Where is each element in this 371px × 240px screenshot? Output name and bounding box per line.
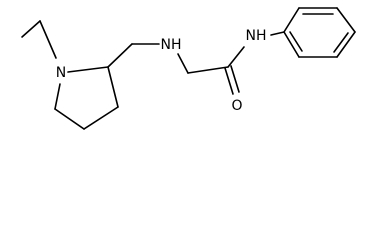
bond-c2-ch2 xyxy=(107,43,133,68)
bond-ring-c4-c5 xyxy=(54,108,85,130)
bond-ch2-carbonyl-c xyxy=(187,66,229,74)
atom-carbonyl-oxygen: O xyxy=(231,98,242,114)
bond-carbonyl-double-b xyxy=(230,65,240,93)
bond-phenyl-inner-left xyxy=(289,31,303,52)
bond-nh-phenyl xyxy=(270,31,285,36)
bond-ring-c3-c4 xyxy=(83,106,119,130)
atom-secondary-amine: NH xyxy=(161,37,182,53)
bond-ethyl-ch3-ch2 xyxy=(21,20,41,38)
bond-carbonyl-double-a xyxy=(224,67,234,95)
structural-formula: N NH NH O xyxy=(21,7,356,130)
atom-ring-nitrogen: N xyxy=(56,65,66,81)
bond-nh-ch2 xyxy=(177,53,189,74)
bond-ring-c2-c3 xyxy=(107,66,119,108)
atom-amide-nitrogen: NH xyxy=(246,28,267,44)
bond-phenyl-3 xyxy=(336,7,356,33)
bond-phenyl-1 xyxy=(283,7,300,33)
bond-ring-c5-n xyxy=(54,83,61,110)
bond-phenyl-6 xyxy=(283,31,300,58)
bond-ethyl-ch2-ring-n xyxy=(39,20,57,59)
bond-phenyl-inner-right xyxy=(333,32,349,53)
bond-phenyl-4 xyxy=(336,31,356,58)
bond-ring-n-c2 xyxy=(67,66,109,73)
bond-carbonyl-c-nh xyxy=(227,46,245,68)
